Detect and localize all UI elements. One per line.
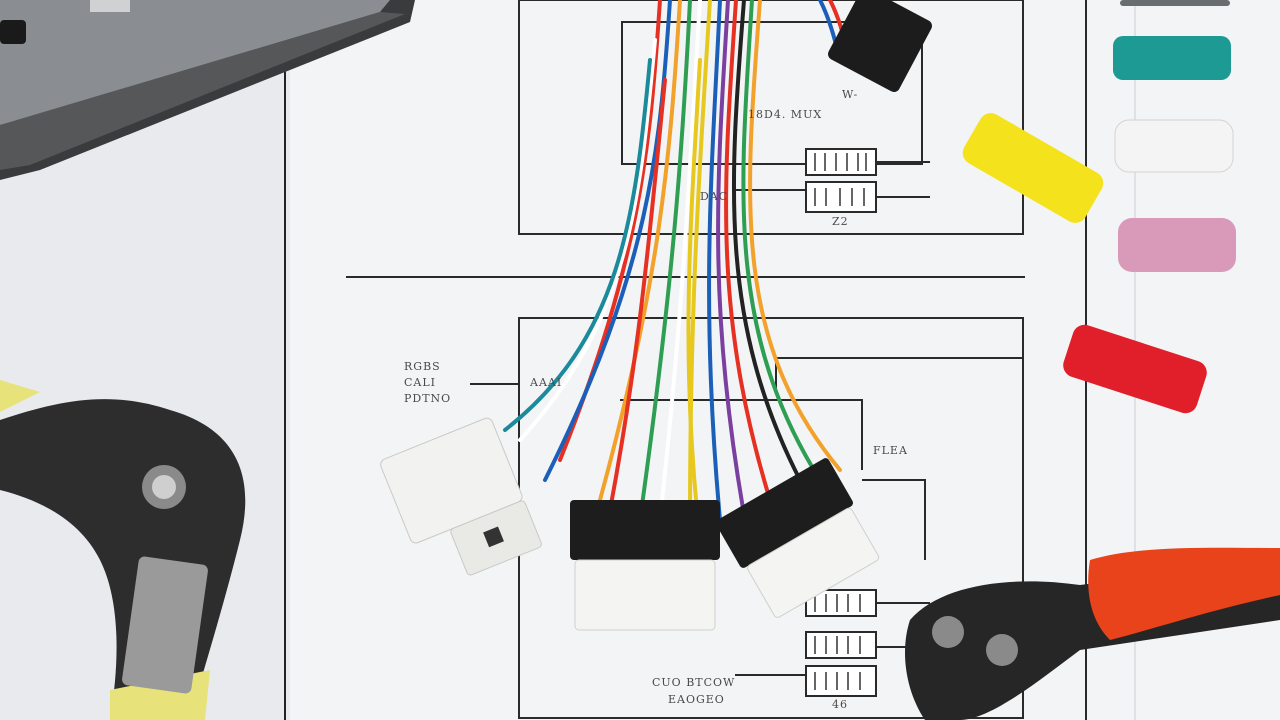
metal-device bbox=[0, 0, 415, 180]
label-top-center: 18D4. MUX bbox=[748, 108, 823, 121]
device-slot bbox=[0, 20, 26, 44]
device-edge bbox=[0, 12, 405, 170]
teal-cap bbox=[1113, 36, 1231, 80]
glyph-2 bbox=[814, 188, 865, 206]
label-bottom-num: 46 bbox=[832, 698, 848, 711]
component-box-5 bbox=[805, 665, 877, 697]
device-port bbox=[90, 0, 130, 12]
label-left-block-2: CALI bbox=[404, 376, 437, 389]
label-right-mid: FLEA bbox=[873, 444, 908, 457]
left-wire-stripper bbox=[0, 380, 246, 720]
component-box-2 bbox=[805, 181, 877, 213]
black-terminal-row-2 bbox=[715, 458, 880, 618]
top-black-connector bbox=[828, 0, 932, 92]
black-terminal-row-1 bbox=[570, 500, 720, 631]
label-bottom-left: CUO BTCOW bbox=[652, 676, 736, 689]
glyph-4 bbox=[814, 636, 861, 654]
device-top-face bbox=[0, 0, 390, 125]
label-mid-ground: AAAI bbox=[530, 376, 563, 389]
label-top-box: W- bbox=[842, 88, 859, 101]
glyph-3 bbox=[814, 594, 861, 612]
wire-caps bbox=[962, 0, 1236, 414]
label-left-block-3: PDTNO bbox=[404, 392, 452, 405]
component-glyphs bbox=[814, 153, 867, 690]
component-box-1 bbox=[805, 148, 877, 176]
wire-bundle bbox=[503, 0, 850, 542]
top-block bbox=[518, 0, 1024, 235]
label-top-under: Z2 bbox=[832, 215, 849, 228]
component-box-4 bbox=[805, 631, 877, 659]
red-cap bbox=[1063, 324, 1207, 414]
label-left-block-1: RGBS bbox=[404, 360, 441, 373]
grey-cap bbox=[1120, 0, 1230, 6]
connectors bbox=[380, 0, 932, 631]
label-tag-1: DAC bbox=[700, 190, 729, 203]
bottom-inner-3 bbox=[862, 479, 926, 560]
glyph-5 bbox=[814, 672, 861, 690]
yellow-cap bbox=[962, 113, 1104, 223]
label-bottom-left-2: EAOGEO bbox=[668, 693, 725, 706]
white-connector bbox=[380, 417, 542, 576]
top-inner-box bbox=[621, 21, 923, 165]
right-pliers bbox=[905, 547, 1280, 720]
white-cap bbox=[1114, 119, 1234, 173]
pink-cap bbox=[1118, 218, 1236, 272]
bottom-inner-2 bbox=[620, 399, 863, 470]
glyph-1 bbox=[814, 153, 867, 171]
